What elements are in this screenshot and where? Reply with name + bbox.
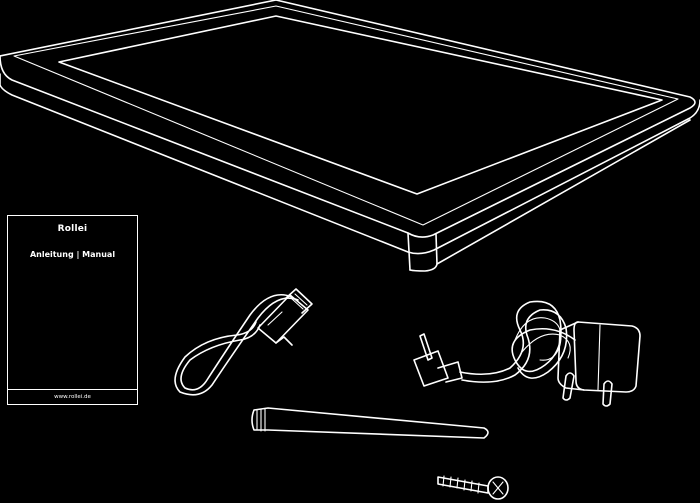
manual-booklet: Rollei Anleitung | Manual www.rollei.de: [7, 215, 138, 405]
power-adapter: [413, 300, 641, 407]
brand-logo: Rollei: [57, 224, 88, 234]
usb-cable: [174, 288, 313, 396]
manual-url: www.rollei.de: [8, 389, 137, 404]
manual-title: Anleitung | Manual: [29, 250, 116, 259]
photo-frame-device: [0, 0, 700, 272]
antenna: [251, 407, 489, 439]
mounting-screw: [437, 475, 509, 500]
